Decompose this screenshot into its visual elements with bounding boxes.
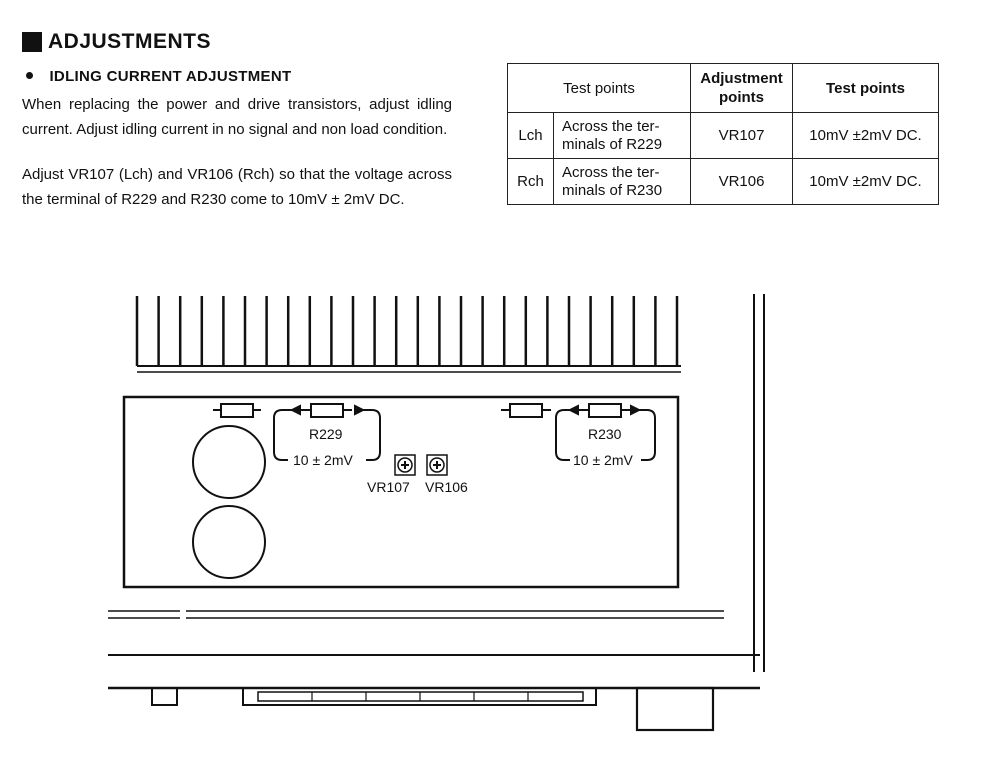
section-heading-text: ADJUSTMENTS — [48, 30, 212, 53]
vr107-trimmer-icon — [394, 454, 416, 476]
square-bullet-icon — [22, 32, 42, 52]
probe-lead-right — [358, 409, 381, 461]
value-cell: 10mV ±2mV DC. — [792, 112, 939, 159]
vr106-label: VR106 — [425, 479, 468, 495]
side-block — [635, 686, 715, 732]
heatsink-fins — [135, 296, 679, 366]
probe-lead-left — [273, 409, 298, 461]
table-row: Lch Across the ter- minals of R229 VR107… — [507, 112, 939, 159]
points-line2: minals of R230 — [562, 181, 663, 199]
points-line2: minals of R229 — [562, 135, 663, 153]
header-adjustment-points: Adjustment points — [690, 63, 793, 113]
foot-icon — [151, 687, 178, 706]
r229-value-label: 10 ± 2mV — [293, 452, 353, 468]
resistor-icon — [509, 403, 543, 418]
r230-label: R230 — [588, 426, 622, 442]
points-line1: Across the ter- — [562, 117, 660, 135]
value-cell: 10mV ±2mV DC. — [792, 158, 939, 205]
capacitor-icon — [192, 425, 266, 499]
header-adjust-line1: Adjustment — [700, 70, 783, 87]
header-adjust-line2: points — [719, 89, 764, 106]
vr106-trimmer-icon — [426, 454, 448, 476]
section-heading: ADJUSTMENTS — [22, 30, 211, 54]
r230-resistor-icon — [588, 403, 622, 418]
resistor-icon — [220, 403, 254, 418]
capacitor-icon — [192, 505, 266, 579]
r229-resistor-icon — [310, 403, 344, 418]
r229-label: R229 — [309, 426, 343, 442]
table-row: Rch Across the ter- minals of R230 VR106… — [507, 158, 939, 205]
round-bullet-icon — [26, 71, 33, 79]
table-header-row: Test points Adjustment points Test point… — [507, 63, 939, 113]
probe-lead-right — [634, 409, 656, 461]
channel-cell: Rch — [507, 158, 554, 205]
adjust-cell: VR106 — [690, 158, 793, 205]
pcb-board — [122, 395, 680, 589]
points-line1: Across the ter- — [562, 163, 660, 181]
subheading: IDLING CURRENT ADJUSTMENT — [26, 68, 291, 85]
control-strip — [242, 688, 597, 706]
subheading-text: IDLING CURRENT ADJUSTMENT — [49, 68, 292, 85]
vr107-label: VR107 — [367, 479, 410, 495]
header-test-values: Test points — [792, 63, 939, 113]
instruction-paragraph-1: When replacing the power and drive trans… — [22, 96, 452, 138]
points-cell: Across the ter- minals of R229 — [553, 112, 691, 159]
r230-value-label: 10 ± 2mV — [573, 452, 633, 468]
instruction-paragraph-2: Adjust VR107 (Lch) and VR106 (Rch) so th… — [22, 166, 452, 208]
points-cell: Across the ter- minals of R230 — [553, 158, 691, 205]
probe-lead-left — [555, 409, 576, 461]
adjustment-table: Test points Adjustment points Test point… — [507, 63, 939, 205]
